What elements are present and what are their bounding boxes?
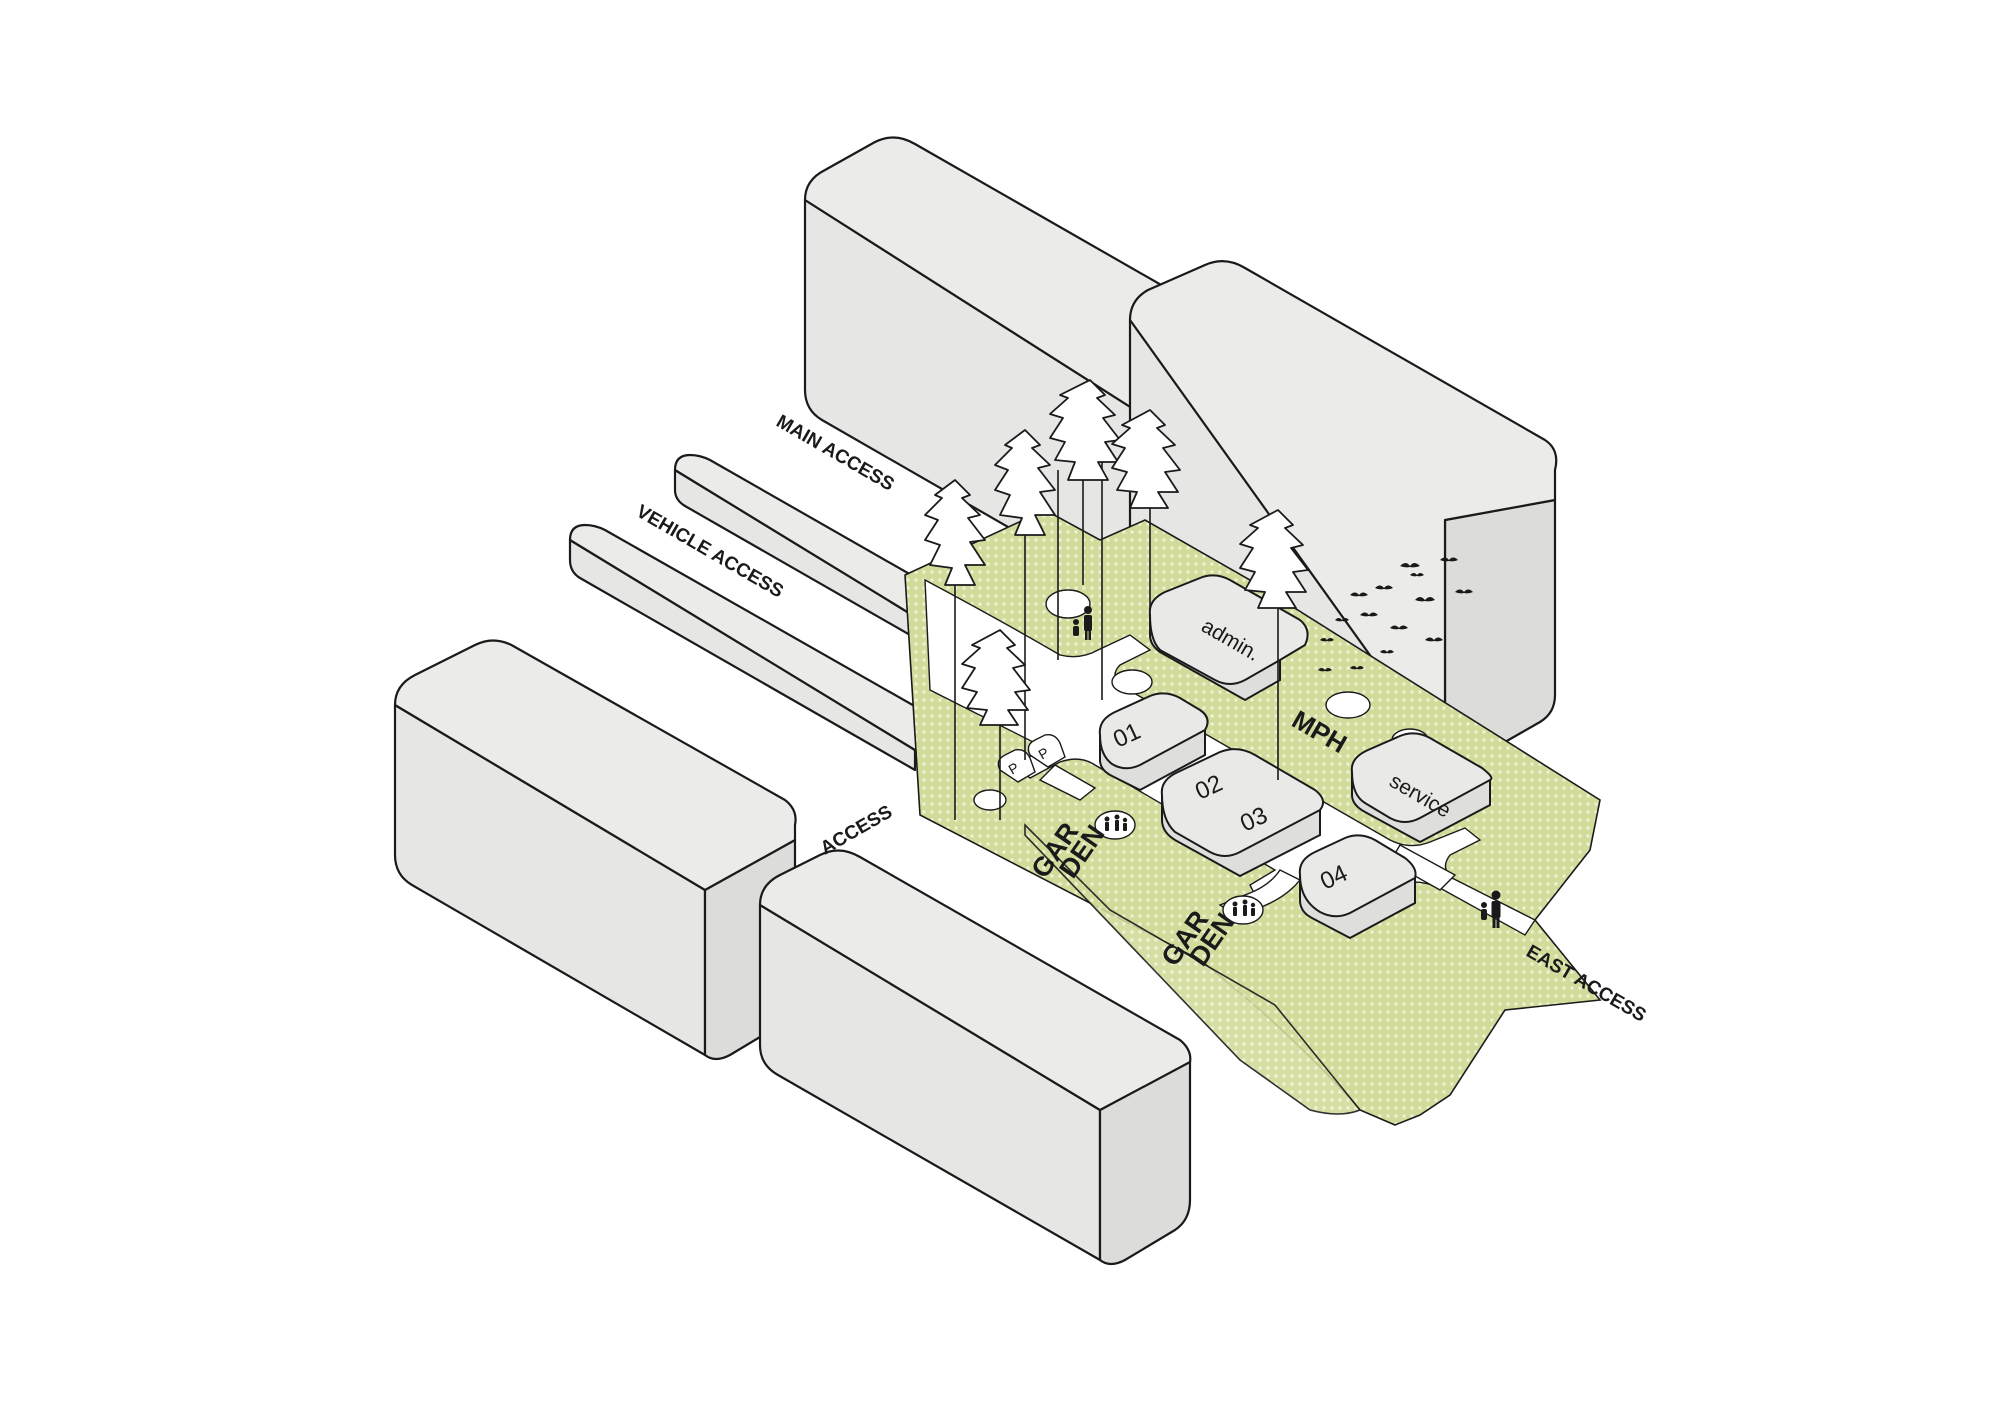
label-access: ACCESS [817, 802, 896, 860]
person-east-access [1491, 890, 1501, 928]
tree-crown-1 [924, 479, 986, 586]
bird-14 [1380, 650, 1394, 654]
bird-8 [1390, 625, 1408, 630]
building-south-east [758, 849, 1192, 1266]
bird-12 [1318, 668, 1332, 672]
bird-9 [1425, 637, 1443, 642]
person-east-access-child [1481, 902, 1487, 920]
pavilion-04 [1298, 834, 1417, 940]
parking-stalls [997, 733, 1066, 783]
pavilion-02-03 [1160, 748, 1325, 878]
bird-11 [1335, 618, 1349, 622]
group-garden-2 [1232, 899, 1256, 916]
tree-crown-5 [1239, 509, 1309, 609]
tree-crown-2 [994, 429, 1056, 536]
bird-3 [1455, 589, 1473, 594]
group-garden-1 [1104, 814, 1128, 831]
tree-crown-6 [961, 629, 1031, 726]
bird-4 [1415, 597, 1435, 602]
bird-5 [1375, 585, 1393, 590]
person-main-access-child [1073, 619, 1079, 636]
pavilion-01 [1098, 692, 1209, 792]
bird-6 [1350, 592, 1368, 597]
tree-crown-3 [1049, 379, 1121, 481]
low-slab-north [673, 453, 963, 657]
bird-2 [1440, 557, 1458, 562]
bird-7 [1360, 612, 1378, 617]
trees [924, 379, 1309, 820]
people-figures [1073, 606, 1501, 928]
bird-15 [1320, 638, 1334, 642]
birds-flock [1318, 557, 1473, 672]
person-main-access [1084, 606, 1092, 640]
pavilion-service [1350, 732, 1493, 844]
bird-13 [1350, 666, 1364, 670]
tree-crown-4 [1111, 409, 1181, 509]
bird-10 [1410, 573, 1424, 577]
bird-1 [1400, 563, 1420, 568]
building-south-west [393, 639, 797, 1061]
low-slab-south [568, 523, 933, 772]
